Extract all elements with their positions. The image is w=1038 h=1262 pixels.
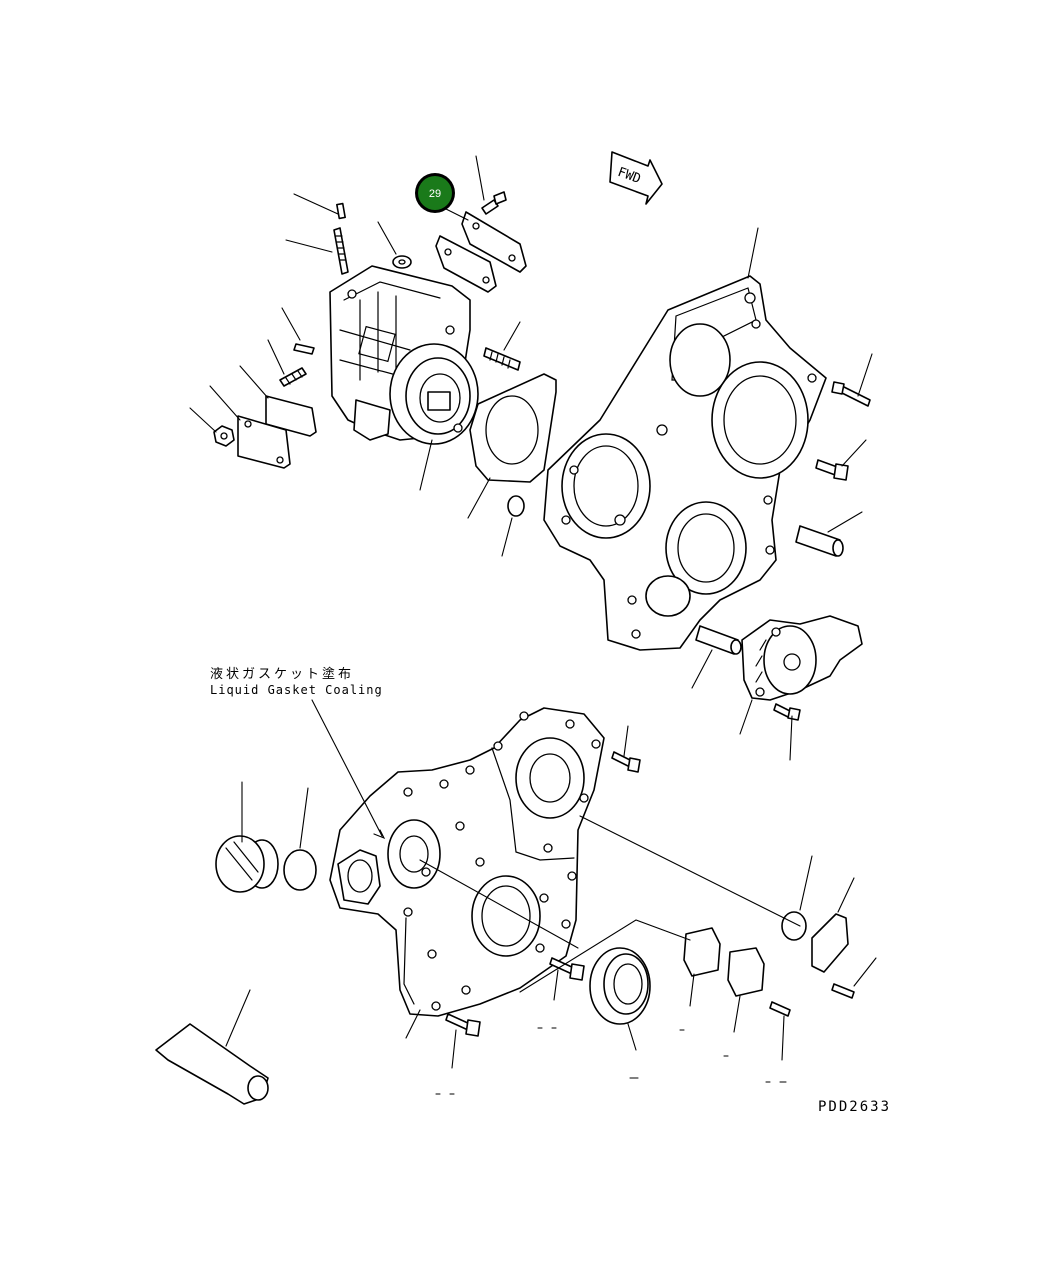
leader-lines (189, 155, 877, 1069)
stud-bolt-long (333, 227, 349, 275)
cover-plate-bolt (769, 1001, 791, 1017)
front-cover-bolt-upper (611, 751, 641, 773)
plug-cap (215, 835, 279, 893)
stud-small (293, 343, 315, 355)
callout-number: 29 (429, 188, 441, 200)
nut (213, 425, 235, 447)
front-cover (329, 707, 605, 1017)
drawing-code: PDD2633 (818, 1099, 891, 1115)
top-cover-plate (435, 211, 527, 293)
dowel-pin-upper (795, 525, 844, 557)
top-bolt (481, 191, 507, 215)
gear-case-bolt-middle (815, 459, 849, 481)
gasket-right (811, 913, 849, 973)
oil-pump-unit (741, 615, 863, 701)
note-japanese: 液状ガスケット塗布 (210, 666, 354, 682)
side-gasket (265, 395, 317, 437)
note-english: Liquid Gasket Coaling (210, 683, 383, 697)
oil-pump-bolt (773, 703, 801, 721)
front-cover-bolt-middle (549, 957, 585, 981)
liquid-gasket-tube (155, 1023, 269, 1105)
water-pump-housing (329, 265, 479, 445)
pin-short (336, 202, 346, 220)
callout-29[interactable]: 29 (415, 173, 455, 213)
stud-threaded (279, 367, 307, 387)
oil-seal (589, 947, 651, 1025)
side-cover (237, 415, 291, 469)
washer (392, 255, 412, 269)
cover-plate-small-2 (727, 947, 765, 997)
o-ring-plug (283, 849, 317, 891)
gear-case (543, 275, 827, 651)
dash-marks (435, 1027, 787, 1095)
fwd-arrow: FWD (609, 151, 663, 205)
front-cover-bolt-lower (445, 1013, 481, 1037)
stud-housing-right (483, 347, 521, 371)
dowel-pin-lower (695, 625, 742, 655)
o-ring-small (507, 495, 525, 517)
gasket-right-bolt (831, 983, 855, 999)
cover-plate-small (683, 927, 721, 977)
housing-gasket (469, 373, 557, 483)
o-ring-right (781, 911, 807, 941)
gear-case-bolt-upper (831, 381, 871, 407)
